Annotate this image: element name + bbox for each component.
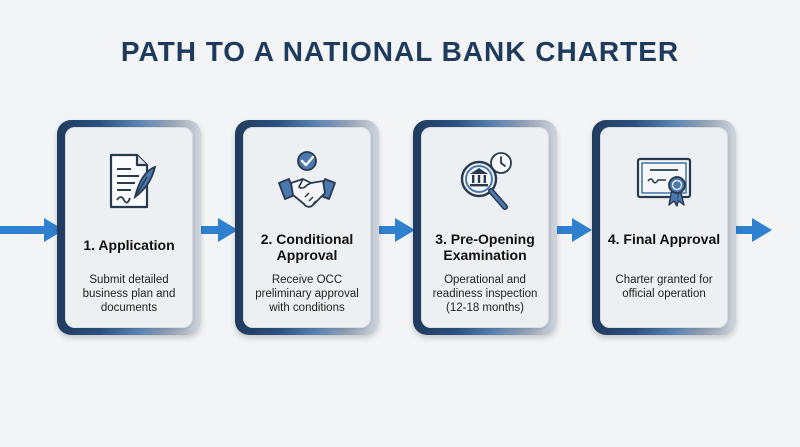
step-card-conditional-approval: 2. Conditional Approval Receive OCC prel… — [235, 120, 379, 335]
step-description: Operational and readiness inspection (12… — [432, 274, 538, 314]
arrow-icon — [726, 218, 772, 242]
arrow-icon — [194, 218, 238, 242]
card-body: 2. Conditional Approval Receive OCC prel… — [243, 127, 371, 328]
step-card-final-approval: 4. Final Approval Charter granted for of… — [592, 120, 736, 335]
document-quill-icon — [109, 153, 157, 209]
arrow-icon — [0, 218, 64, 242]
step-title: 4. Final Approval — [607, 231, 721, 247]
step-card-pre-opening-examination: 3. Pre-Opening Examination Operational a… — [413, 120, 557, 335]
step-card-application: 1. Application Submit detailed business … — [57, 120, 201, 335]
card-body: 4. Final Approval Charter granted for of… — [600, 127, 728, 328]
step-title: 3. Pre-Opening Examination — [435, 231, 535, 263]
bank-magnifier-clock-icon — [460, 152, 512, 210]
step-title: 2. Conditional Approval — [260, 231, 354, 263]
handshake-check-icon — [278, 151, 336, 208]
card-body: 3. Pre-Opening Examination Operational a… — [421, 127, 549, 328]
step-description: Receive OCC preliminary approval with co… — [255, 274, 359, 314]
step-description: Submit detailed business plan and docume… — [82, 274, 176, 314]
process-flow: 1. Application Submit detailed business … — [0, 120, 800, 335]
page-title: PATH TO A NATIONAL BANK CHARTER — [120, 36, 680, 67]
certificate-seal-icon — [636, 157, 692, 207]
arrow-icon — [371, 218, 415, 242]
step-title: 1. Application — [83, 237, 175, 253]
arrow-icon — [548, 218, 592, 242]
step-description: Charter granted for official operation — [615, 274, 713, 300]
card-body: 1. Application Submit detailed business … — [65, 127, 193, 328]
